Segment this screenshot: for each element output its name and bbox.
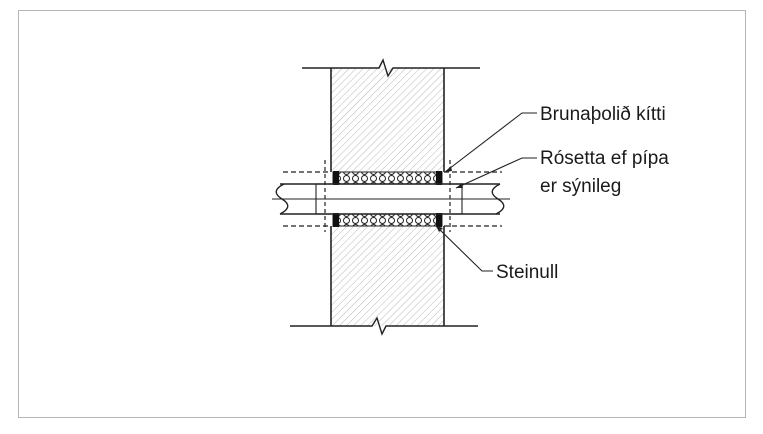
pipe-break-left — [275, 183, 289, 215]
wall-bottom-break-line — [290, 316, 478, 336]
arrowhead-sealant — [445, 166, 452, 172]
wall-top-break-line — [302, 58, 480, 78]
sealant-left-top — [333, 171, 339, 185]
mineral-wool-lower — [332, 213, 443, 227]
arrowhead-mineral-wool — [436, 226, 443, 232]
leader-sealant — [444, 112, 537, 173]
sealant-right-top — [436, 171, 442, 185]
sealant-right-bottom — [436, 213, 442, 227]
label-rosette-line2: er sýnileg — [540, 176, 621, 197]
leader-rosette — [455, 157, 537, 189]
arrowhead-rosette — [456, 183, 463, 188]
diagram-frame — [18, 10, 746, 418]
pipe-break-right — [491, 183, 505, 215]
wall-upper — [331, 68, 444, 172]
sealant-left-bottom — [333, 213, 339, 227]
leader-mineral-wool — [435, 225, 493, 272]
wall-lower — [331, 226, 444, 326]
pipe-sleeve — [315, 183, 463, 215]
mineral-wool-upper — [332, 171, 443, 185]
label-mineral-wool: Steinull — [496, 262, 558, 283]
label-rosette-line1: Rósetta ef pípa — [540, 148, 669, 169]
label-sealant: Brunaþolið kítti — [540, 104, 666, 125]
